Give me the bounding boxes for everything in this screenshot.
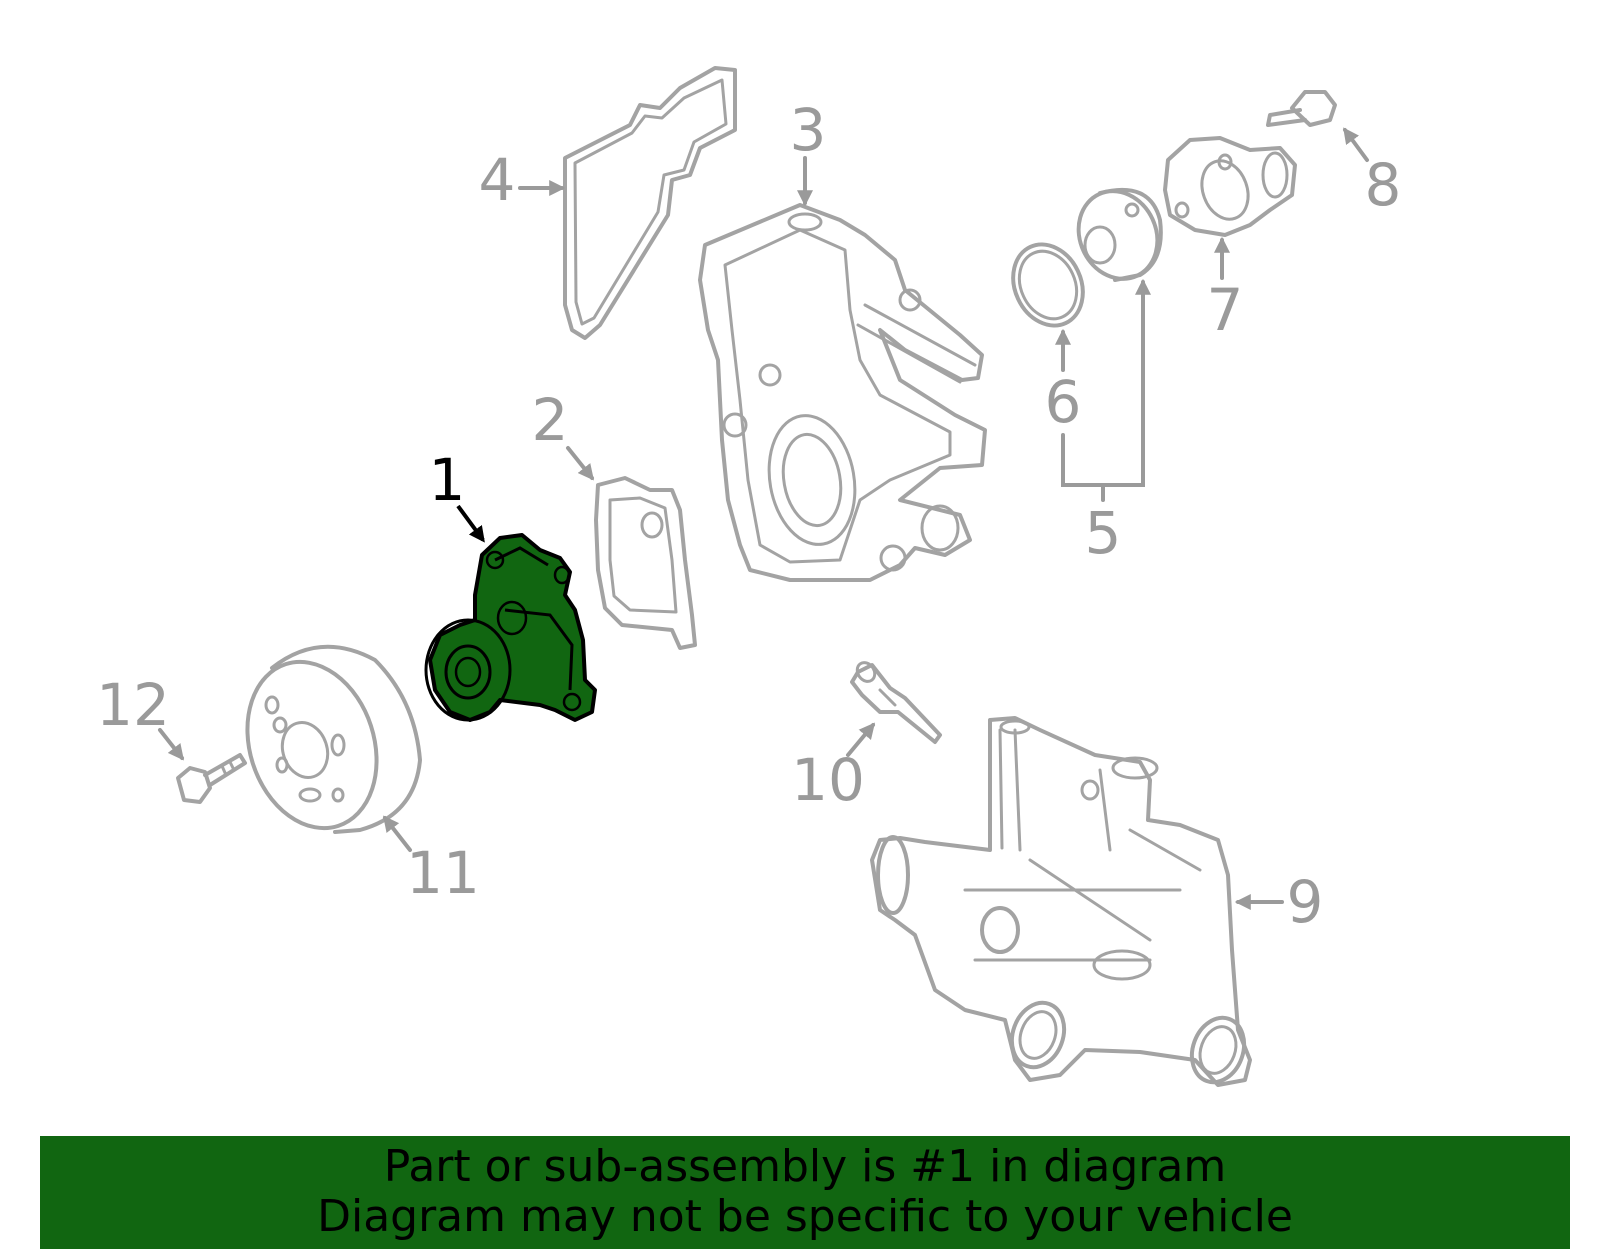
- part-11-pulley[interactable]: [227, 644, 422, 845]
- callout-3: 3: [790, 96, 827, 164]
- part-10-temperature-sensor[interactable]: [850, 659, 942, 744]
- part-1-water-pump[interactable]: [424, 533, 597, 722]
- callout-12: 12: [96, 671, 170, 739]
- info-banner: Part or sub-assembly is #1 in diagram Di…: [40, 1136, 1570, 1249]
- banner-line-1: Part or sub-assembly is #1 in diagram: [383, 1141, 1227, 1192]
- leader-12: [158, 728, 184, 761]
- callout-10: 10: [791, 746, 865, 814]
- callout-11: 11: [406, 839, 480, 907]
- callout-7: 7: [1207, 276, 1244, 344]
- part-7-thermostat-housing[interactable]: [1163, 136, 1297, 237]
- part-2-gasket[interactable]: [594, 476, 697, 650]
- callout-5: 5: [1085, 499, 1122, 567]
- part-5-thermostat[interactable]: [1065, 178, 1172, 292]
- callout-9: 9: [1287, 868, 1324, 936]
- banner-line-2: Diagram may not be specific to your vehi…: [317, 1191, 1293, 1242]
- part-8-bolt[interactable]: [1266, 90, 1337, 127]
- callout-2: 2: [532, 386, 569, 454]
- part-6-o-ring[interactable]: [1000, 233, 1095, 337]
- part-4-seal[interactable]: [563, 66, 737, 340]
- callout-4: 4: [479, 146, 516, 214]
- callout-8: 8: [1365, 151, 1402, 219]
- leader-11: [383, 815, 412, 852]
- leader-1: [456, 504, 485, 543]
- leader-10: [846, 722, 876, 757]
- part-3-cover[interactable]: [698, 203, 987, 582]
- leader-8: [1343, 127, 1369, 162]
- callout-1: 1: [429, 446, 466, 514]
- leader-2: [566, 446, 594, 481]
- callout-labels: 1 2 3 4 5 6 7 8 9 10 11 12: [96, 96, 1401, 936]
- part-12-bolt[interactable]: [176, 753, 247, 804]
- callout-6: 6: [1045, 368, 1082, 436]
- leader-lines: [158, 127, 1369, 910]
- part-9-outlet-housing[interactable]: [870, 716, 1253, 1090]
